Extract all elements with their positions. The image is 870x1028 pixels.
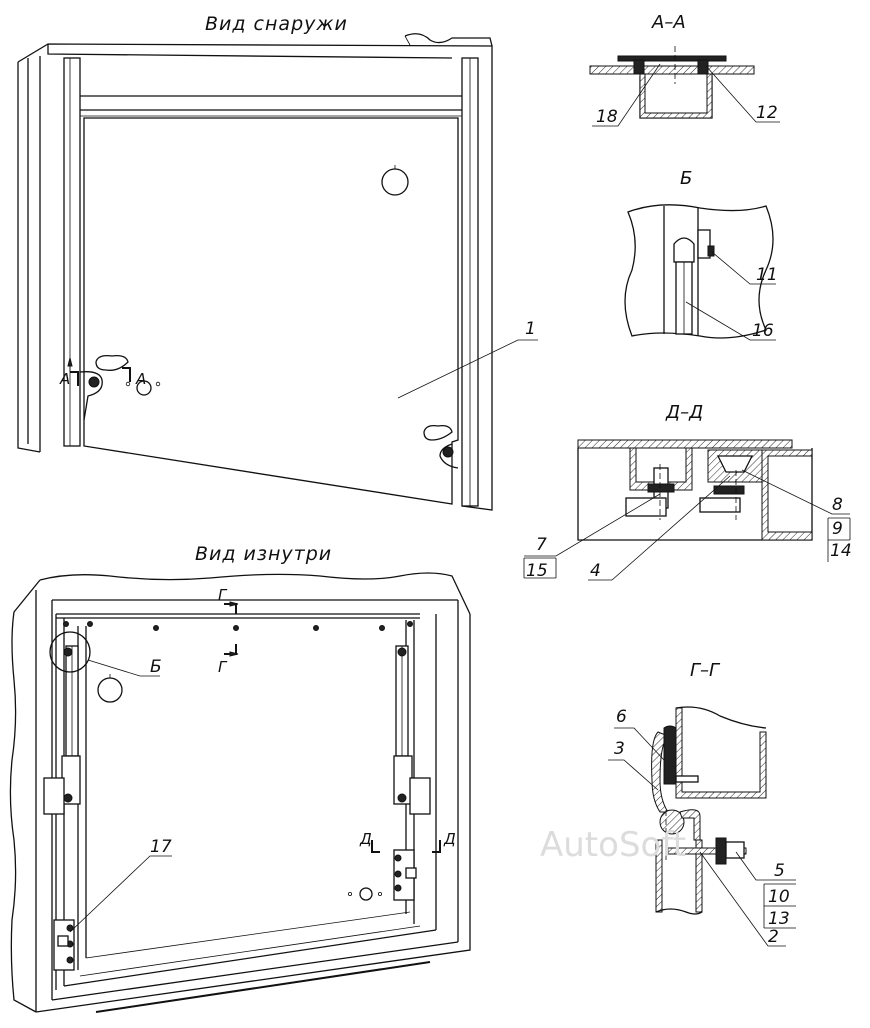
callout-1: 1 [525,319,536,339]
callout-10: 10 [768,887,790,907]
callout-18: 18 [596,107,618,127]
section-aa: А–А 18 12 [589,12,780,127]
section-dd: Д–Д 7 15 4 8 9 14 [523,402,852,581]
callout-8: 8 [832,495,843,515]
detail-b: Б 11 16 [624,168,778,341]
callout-6: 6 [616,707,627,727]
section-a-right-marker: А [135,370,146,388]
outside-view: Вид снаружи [17,13,538,511]
inside-view-title: Вид изнутри [195,543,332,565]
callout-5: 5 [774,861,785,881]
callout-14: 14 [830,541,852,561]
section-a-left-marker: А [59,370,70,388]
callout-9: 9 [832,519,843,539]
section-g-top-marker: Г [218,586,228,604]
section-gg: Г–Г 6 3 5 10 13 2 [608,660,796,947]
section-dd-title: Д–Д [665,402,703,423]
section-gg-title: Г–Г [690,660,721,681]
callout-13: 13 [768,909,790,929]
outside-view-title: Вид снаружи [205,13,348,35]
callout-12: 12 [756,103,778,123]
section-aa-title: А–А [651,12,686,33]
callout-4: 4 [590,561,601,581]
section-d-right-marker: Д [443,830,456,848]
watermark: AutoSoft [540,825,686,865]
detail-b-title: Б [680,168,692,189]
callout-7: 7 [536,535,547,555]
section-g-bottom-marker: Г [218,658,228,676]
callout-2: 2 [768,927,779,947]
section-d-left-marker: Д [359,830,372,848]
callout-15: 15 [526,561,548,581]
callout-17: 17 [150,837,172,857]
callout-3: 3 [614,739,625,759]
callout-16: 16 [752,321,774,341]
detail-b-marker: Б [150,657,162,677]
inside-view: Вид изнутри [9,543,471,1013]
callout-11: 11 [756,265,778,285]
